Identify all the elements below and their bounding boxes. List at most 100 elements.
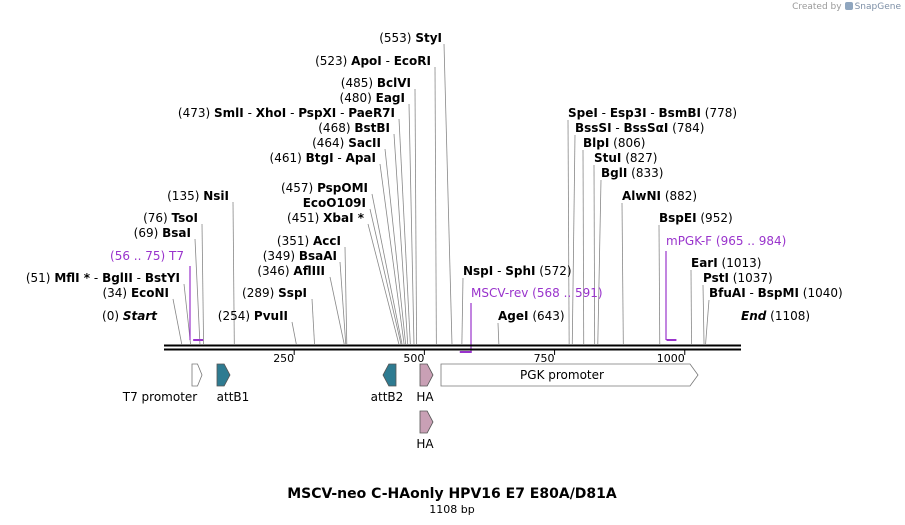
cut-site-start: (0) Start <box>102 309 158 323</box>
enzyme-name: PstI <box>703 271 729 285</box>
enzyme-name: EarI <box>691 256 718 270</box>
site-position: (643) <box>532 309 564 323</box>
cut-site-bsaai: (349) BsaAI <box>263 249 337 263</box>
leader-line <box>232 201 235 345</box>
cut-site-sacii: (464) SacII <box>312 136 381 150</box>
feature-ha: HA <box>416 363 434 404</box>
feature-label: PGK promoter <box>520 368 604 382</box>
site-position: (952) <box>700 211 732 225</box>
site-position: (34) <box>102 286 127 300</box>
cut-site-econi: (34) EcoNI <box>102 286 169 300</box>
map-title: MSCV-neo C-HAonly HPV16 E7 E80A/D81A <box>287 486 617 502</box>
cut-site-acci: (351) AccI <box>277 234 341 248</box>
leader-line <box>690 269 692 345</box>
site-position: (464) <box>312 136 344 150</box>
enzyme-name: AlwNI <box>622 189 661 203</box>
site-position: (778) <box>705 106 737 120</box>
feature-pgk-promoter: PGK promoter <box>440 363 699 387</box>
primer-range: (965 .. 984) <box>716 234 786 248</box>
feature-arrow <box>419 410 434 434</box>
cut-site-label: (457) PspOMI <box>281 181 368 195</box>
cut-site-pspomi: (457) PspOMI <box>281 181 368 195</box>
enzyme-name: TsoI <box>172 211 198 225</box>
enzyme-name: PaeR7I <box>348 106 395 120</box>
site-position: (523) <box>315 54 347 68</box>
site-position: (451) <box>287 211 319 225</box>
enzyme-name: PvuII <box>254 309 288 323</box>
cut-site-label: (289) SspI <box>242 286 307 300</box>
cut-site-bspei: BspEI (952) <box>659 211 733 225</box>
site-position: (1037) <box>733 271 773 285</box>
cut-site-eagi: (480) EagI <box>340 91 405 105</box>
cut-site-label: EcoO109I <box>303 196 366 210</box>
cut-site-bfuai: BfuAI - BspMI (1040) <box>709 286 843 300</box>
enzyme-name: BspMI <box>758 286 799 300</box>
cut-site-apoi: (523) ApoI - EcoRI <box>315 54 431 68</box>
enzyme-name: BsaAI <box>299 249 337 263</box>
cut-site-nspi: NspI - SphI (572) <box>463 264 572 278</box>
cut-site-ecoo109i: EcoO109I <box>303 196 366 210</box>
site-position: (457) <box>281 181 313 195</box>
leader-line <box>291 321 297 345</box>
leader-line <box>571 134 576 345</box>
enzyme-name: NsiI <box>203 189 229 203</box>
cut-site-label: (51) MflI * - BglII - BstYI <box>26 271 180 285</box>
leader-line <box>379 163 405 345</box>
feature-t7-promoter: T7 promoter <box>122 363 203 404</box>
cut-site-label: BssSI - BssSαI (784) <box>575 121 704 135</box>
cut-site-label: BglI (833) <box>601 166 663 180</box>
site-position: (346) <box>257 264 289 278</box>
enzyme-name: BspEI <box>659 211 697 225</box>
enzyme-name: BglII <box>102 271 133 285</box>
enzyme-name: BstBI <box>354 121 390 135</box>
enzyme-name: AflIII <box>293 264 325 278</box>
cut-site-bsai: (69) BsaI <box>134 226 191 240</box>
cut-site-sspi: (289) SspI <box>242 286 307 300</box>
leader-line <box>393 133 409 345</box>
cut-site-label: PstI (1037) <box>703 271 773 285</box>
enzyme-name: ApoI <box>351 54 382 68</box>
primer-name: mPGK-F <box>666 234 712 248</box>
cut-site-label: StuI (827) <box>594 151 658 165</box>
enzyme-name: SphI <box>505 264 535 278</box>
cut-site-label: NspI - SphI (572) <box>463 264 572 278</box>
cut-site-styi: (553) StyI <box>379 31 442 45</box>
feature-label: attB2 <box>371 390 404 404</box>
feature-arrow <box>191 363 203 387</box>
cut-site-nsii: (135) NsiI <box>167 189 229 203</box>
enzyme-name: StyI <box>415 31 442 45</box>
cut-site-alwni: AlwNI (882) <box>622 189 697 203</box>
cut-site-spei: SpeI - Esp3I - BsmBI (778) <box>568 106 737 120</box>
leader-line <box>658 224 661 345</box>
site-position: (69) <box>134 226 159 240</box>
leader-line <box>194 238 201 345</box>
cut-site-label: EarI (1013) <box>691 256 761 270</box>
site-position: (833) <box>631 166 663 180</box>
enzyme-name: BfuAI <box>709 286 746 300</box>
enzyme-name: BssSαI <box>624 121 669 135</box>
enzyme-name: BglI <box>601 166 627 180</box>
primer-mscv-rev: MSCV-rev (568 .. 591) <box>459 286 603 353</box>
enzyme-name: PspXI <box>298 106 336 120</box>
tick-500: 500 <box>403 349 425 365</box>
leader-line <box>461 277 464 345</box>
credit-brand: SnapGene <box>854 2 901 12</box>
leader-line <box>371 193 403 345</box>
tick-label: 750 <box>534 352 555 365</box>
enzyme-name: BsaI <box>162 226 191 240</box>
feature-ha: HA <box>416 410 434 451</box>
tick-250: 250 <box>273 349 295 365</box>
site-position: (1108) <box>770 309 810 323</box>
site-position: (135) <box>167 189 199 203</box>
leader-line <box>408 103 415 345</box>
cut-site-label: (464) SacII <box>312 136 381 150</box>
tick-label: 500 <box>403 352 424 365</box>
cut-site-label: (473) SmlI - XhoI - PspXI - PaeR7I <box>178 106 395 120</box>
primer-name: T7 <box>168 249 184 263</box>
cut-site-smli: (473) SmlI - XhoI - PspXI - PaeR7I <box>178 106 395 120</box>
tick-750: 750 <box>534 349 556 365</box>
site-position: (468) <box>318 121 350 135</box>
enzyme-name: EcoO109I <box>303 196 366 210</box>
